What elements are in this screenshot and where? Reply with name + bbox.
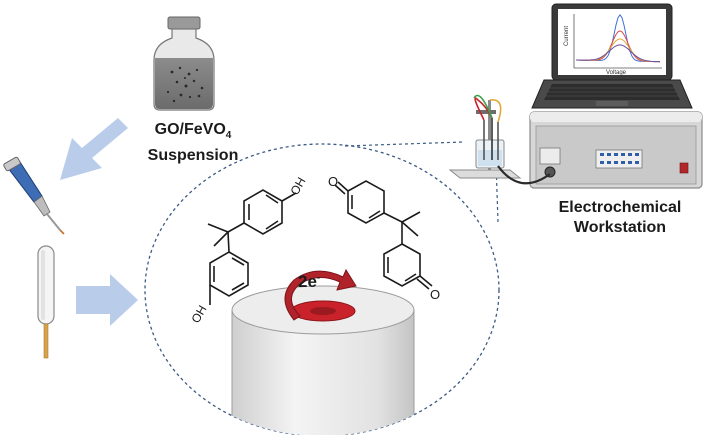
workstation-box-icon xyxy=(529,111,703,189)
suspension-word: Suspension xyxy=(147,147,239,165)
bisphenol-a-molecule xyxy=(207,189,297,305)
carbonyl-o-top: O xyxy=(328,174,338,189)
oh-label-top: OH xyxy=(287,175,308,198)
flow-arrow-right xyxy=(76,274,138,326)
electron-transfer-arrow xyxy=(284,268,357,321)
electrode-cylinder xyxy=(231,285,415,435)
suspension-formula-prefix: GO/FeVO xyxy=(154,121,226,138)
oh-label-bottom: OH xyxy=(188,303,209,326)
cell-stand-icon xyxy=(448,94,551,185)
screen-curve-4 xyxy=(576,44,661,63)
laptop-icon: Current Voltage xyxy=(531,3,693,109)
oxidized-product-molecule xyxy=(334,180,433,290)
screen-xlabel: Voltage xyxy=(606,70,627,76)
electron-charge: - xyxy=(316,272,321,284)
suspension-label: GO/FeVO4 Suspension xyxy=(118,120,268,166)
flow-arrow-diagonal xyxy=(60,118,128,180)
electron-count: 2e xyxy=(298,272,317,291)
pipette-icon xyxy=(3,156,65,235)
screen-plot-curves xyxy=(576,14,661,63)
workstation-line1: Electrochemical xyxy=(558,199,682,216)
suspension-formula-subscript: 4 xyxy=(225,130,232,142)
workstation-line2: Workstation xyxy=(573,219,667,236)
suspension-formula: GO/FeVO4 xyxy=(154,121,232,142)
electron-label: 2e- xyxy=(298,272,358,292)
workstation-label: Electrochemical Workstation xyxy=(540,198,700,238)
zoom-circle xyxy=(144,143,500,435)
vial-icon xyxy=(153,16,215,111)
electrode-rod-icon xyxy=(37,245,55,359)
carbonyl-o-bottom: O xyxy=(430,287,440,302)
screen-ylabel: Current xyxy=(564,26,570,46)
